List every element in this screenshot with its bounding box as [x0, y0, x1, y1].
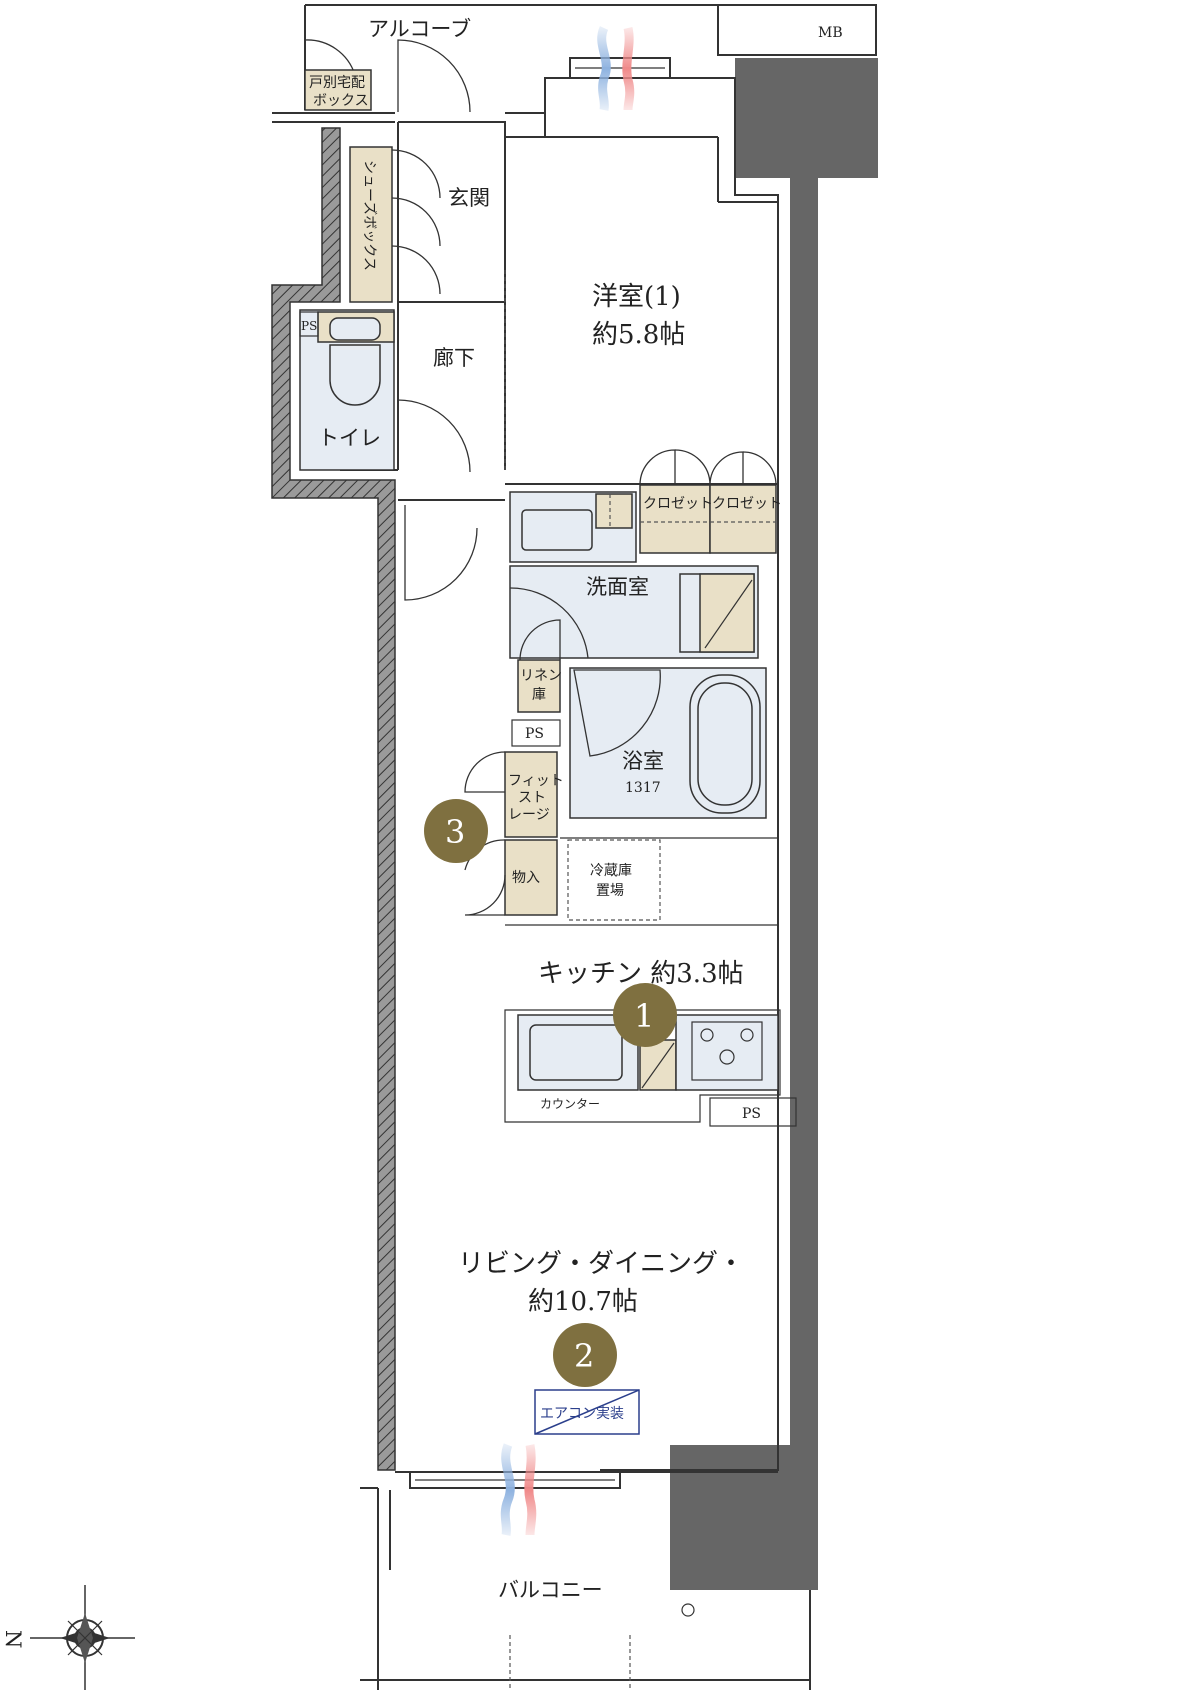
- delivery-box-label-2: ボックス: [313, 93, 369, 109]
- shoe-box: [349, 146, 393, 303]
- shoe-box-doors: [391, 149, 441, 295]
- wash-shelf: [595, 493, 633, 529]
- marker-3[interactable]: 3: [424, 799, 488, 863]
- western-room-size: 約5.8帖: [592, 320, 685, 350]
- kitchen-counter: [504, 1009, 797, 1127]
- aircon-label: エアコン実装: [540, 1406, 624, 1422]
- top-window: [569, 26, 671, 111]
- marker-1[interactable]: 1: [613, 983, 677, 1047]
- closet-1-label: クロゼット: [643, 496, 713, 512]
- balcony-outline: [360, 1487, 811, 1690]
- aircon-unit: [534, 1389, 640, 1435]
- storage-label: 物入: [512, 870, 540, 886]
- fridge-space: [567, 839, 661, 921]
- washroom-label: 洗面室: [586, 575, 649, 599]
- marker-2[interactable]: 2: [553, 1323, 617, 1387]
- washer-pan: [699, 573, 755, 653]
- closet-1: [639, 484, 711, 554]
- bath-size: 1317: [625, 780, 661, 796]
- living-label-2: 約10.7帖: [528, 1287, 638, 1317]
- delivery-box: [304, 69, 372, 111]
- marker-1-number: 1: [634, 997, 654, 1035]
- bath-name: 浴室: [622, 749, 664, 773]
- toilet-label: トイレ: [318, 426, 381, 450]
- counter-label: カウンター: [540, 1097, 600, 1111]
- linen-label-1: リネン: [520, 668, 562, 684]
- fit-storage: [504, 751, 558, 838]
- closet-2-label: クロゼット: [712, 496, 782, 512]
- closet-2: [709, 484, 777, 554]
- linen-ps-label: PS: [525, 726, 544, 742]
- western-room-name: 洋室(1): [592, 282, 681, 312]
- fit-storage-label-2: スト: [518, 790, 546, 806]
- storage-closet: [504, 839, 558, 916]
- linen-ps-box: [511, 719, 561, 747]
- bathtub-inner: [697, 682, 753, 806]
- wash-basin: [521, 509, 593, 551]
- toilet-ps-box: [299, 311, 319, 337]
- kitchen-ps-label: PS: [742, 1106, 761, 1122]
- hallway-label: 廊下: [433, 346, 475, 370]
- linen-label-2: 庫: [532, 686, 546, 703]
- hallway-doors: [397, 270, 506, 601]
- marker-2-number: 2: [574, 1337, 594, 1375]
- mb-box: [717, 4, 877, 56]
- fridge-label-1: 冷蔵庫: [590, 862, 632, 879]
- mb-label: MB: [818, 25, 843, 41]
- shoe-box-label: シューズボックス: [361, 160, 377, 271]
- compass-north-label: N: [1, 1630, 25, 1648]
- entrance-label: 玄関: [448, 186, 490, 210]
- alcove-label: アルコーブ: [368, 17, 471, 41]
- balcony-label: バルコニー: [498, 1578, 603, 1602]
- fit-storage-label-3: レージ: [508, 807, 550, 823]
- delivery-box-label-1: 戸別宅配: [309, 75, 365, 91]
- living-label-1: リビング・ダイニング・: [458, 1249, 744, 1279]
- left-exterior-wall: [271, 127, 396, 1471]
- toilet-ps-label: PS: [301, 319, 317, 333]
- fridge-label-2: 置場: [596, 883, 624, 899]
- compass-icon: [30, 1585, 135, 1690]
- linen-storage: [517, 659, 561, 713]
- structural-walls: [670, 58, 878, 1590]
- toilet-bowl: [329, 317, 381, 406]
- bottom-window: [409, 1443, 621, 1536]
- closet-doors: [639, 449, 777, 486]
- fit-storage-label-1: フィット: [508, 773, 564, 789]
- marker-3-number: 3: [445, 813, 465, 851]
